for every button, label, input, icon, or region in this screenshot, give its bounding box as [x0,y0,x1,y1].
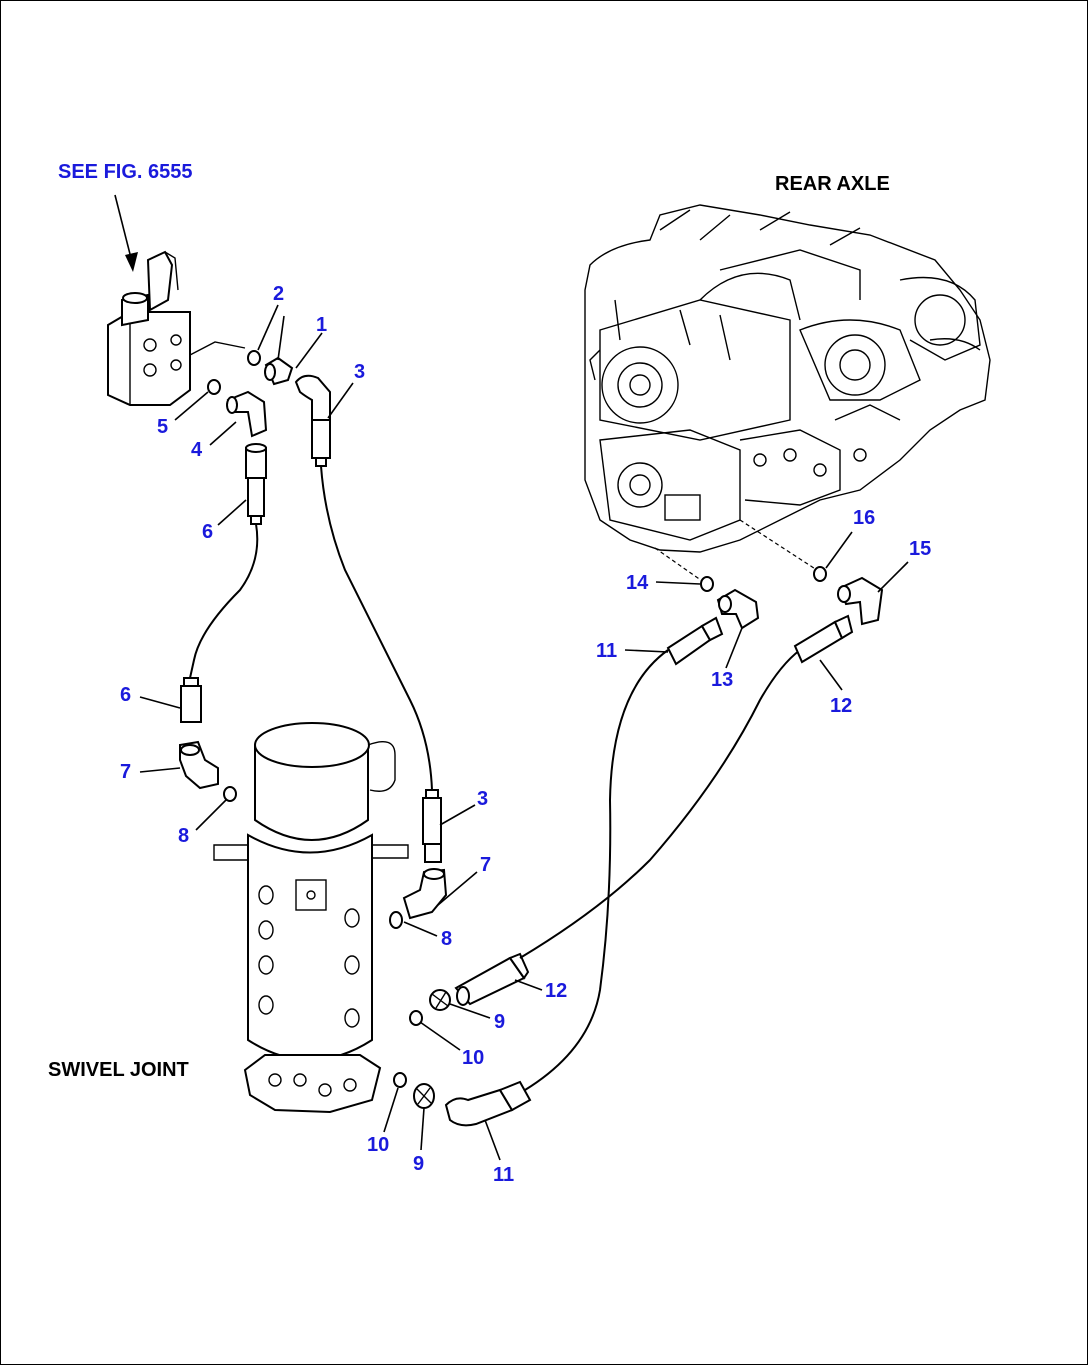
callout-14: 14 [626,572,649,594]
part-12-hose-end-top [793,614,854,664]
part-8-o-ring-right [389,911,403,929]
callout-12-top: 12 [830,695,852,717]
callout-9-bottom: 9 [413,1153,424,1175]
callout-10-mid: 10 [462,1047,484,1069]
callout-1: 1 [316,314,327,336]
callout-3-top: 3 [354,361,365,383]
part-14-o-ring [700,576,714,592]
part-5-o-ring [207,379,221,395]
part-9-adapter-mid [429,989,451,1011]
callout-4: 4 [191,439,203,461]
callout-11-top: 11 [596,640,617,662]
callout-7-left: 7 [120,761,131,783]
callout-8-right: 8 [441,928,452,950]
callout-12-mid: 12 [545,980,567,1002]
part-16-o-ring [813,566,827,582]
callout-8-left: 8 [178,825,189,847]
part-2-o-ring [247,350,261,366]
part-3-elbow-top [294,374,331,467]
part-7-elbow-left [179,740,219,790]
part-12-hose-end-mid [454,952,530,1006]
part-15-elbow [837,576,884,626]
part-11-hose-end-bottom [444,1080,532,1127]
callout-3-bottom: 3 [477,788,488,810]
callout-10-bottom: 10 [367,1134,389,1156]
callout-2: 2 [273,283,284,305]
rear-axle-label: REAR AXLE [775,173,890,195]
part-1-adapter [264,356,294,386]
callout-7-right: 7 [480,854,491,876]
part-6-hose-end-bottom [180,677,202,723]
part-8-o-ring-left [223,786,237,802]
rear-axle-drawing [584,204,991,553]
swivel-joint [213,722,409,1114]
callout-6-top: 6 [202,521,213,543]
part-11-hose-end-top [666,616,724,666]
callout-6-bottom: 6 [120,684,131,706]
callout-15: 15 [909,538,931,560]
see-fig-label: SEE FIG. 6555 [58,161,193,183]
valve-block [107,250,246,406]
part-10-o-ring-bottom [393,1072,407,1088]
callout-16: 16 [853,507,875,529]
callout-13: 13 [711,669,733,691]
callout-11-bottom: 11 [493,1164,514,1186]
callout-5: 5 [157,416,168,438]
part-13-elbow [716,588,760,630]
part-10-o-ring-mid [409,1010,423,1026]
part-6-hose-end-top [245,443,267,525]
part-9-adapter-bottom [413,1083,435,1109]
swivel-joint-label: SWIVEL JOINT [48,1059,189,1081]
callout-9-mid: 9 [494,1011,505,1033]
part-3-hose-end-bottom [422,789,442,863]
part-7-elbow-right [402,868,448,920]
part-4-elbow [226,390,268,438]
